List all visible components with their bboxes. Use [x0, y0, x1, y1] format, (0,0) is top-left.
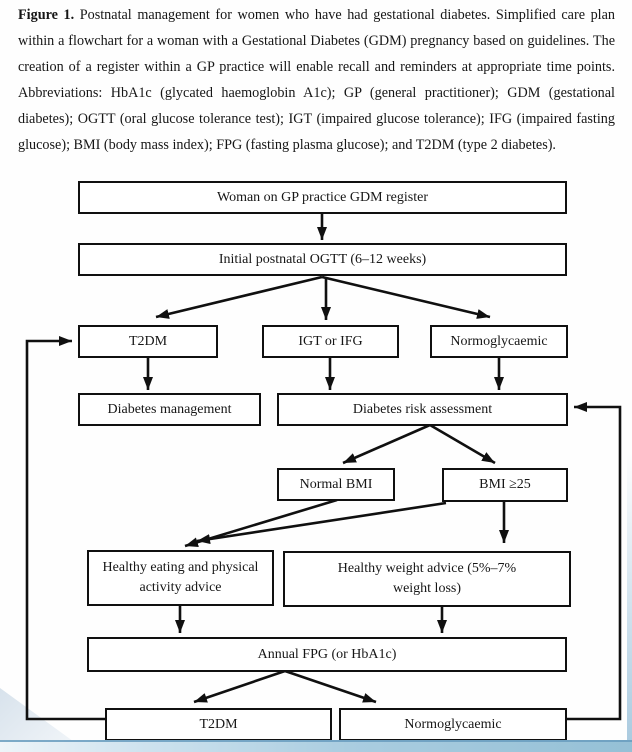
flow-node-t2dm-final: T2DM — [105, 708, 332, 741]
flow-node-diabetes-management: Diabetes management — [78, 393, 261, 426]
flow-node-healthy-eating: Healthy eating and physical activity adv… — [87, 550, 274, 606]
flow-node-normoglycaemic-final-label: Normoglycaemic — [404, 716, 502, 732]
flow-node-annual-fpg-label: Annual FPG (or HbA1c) — [257, 646, 397, 662]
flow-node-bmi25: BMI ≥25 — [442, 468, 568, 502]
arrow-ogtt-to-t2dm — [155, 275, 323, 319]
arrow-risk-to-bmi25 — [429, 423, 496, 465]
flow-node-risk-assessment: Diabetes risk assessment — [277, 393, 568, 426]
flow-node-healthy-weight: Healthy weight advice (5%–7% weight loss… — [283, 551, 571, 607]
flow-node-t2dm-final-label: T2DM — [199, 716, 238, 732]
arrow-bmi25-to-eating — [196, 501, 447, 544]
figure-caption-label: Figure 1. — [18, 7, 75, 23]
figure-caption-text: Postnatal management for women who have … — [18, 7, 615, 153]
flow-node-healthy-eating-label: Healthy eating and physical activity adv… — [102, 560, 259, 595]
arrow-ogtt-to-normoglycaemic — [321, 275, 491, 319]
flow-node-annual-fpg: Annual FPG (or HbA1c) — [87, 637, 567, 672]
flow-node-ogtt: Initial postnatal OGTT (6–12 weeks) — [78, 243, 567, 276]
flow-node-register-label: Woman on GP practice GDM register — [216, 189, 429, 205]
arrow-risk-to-normal-bmi — [342, 423, 431, 465]
flow-node-diabetes-management-label: Diabetes management — [107, 401, 232, 417]
flow-node-healthy-weight-label: Healthy weight advice (5%–7% weight loss… — [337, 561, 517, 596]
flow-node-normoglycaemic-final: Normoglycaemic — [339, 708, 567, 741]
flow-node-normal-bmi: Normal BMI — [277, 468, 395, 501]
arrow-fpg-to-t2dm — [193, 669, 286, 704]
flow-node-register: Woman on GP practice GDM register — [78, 181, 567, 214]
flow-node-normoglycaemic-initial: Normoglycaemic — [430, 325, 568, 358]
flow-node-igt-ifg-label: IGT or IFG — [298, 333, 363, 349]
feedback-t2dm-loop — [25, 336, 105, 721]
flow-node-t2dm-initial: T2DM — [78, 325, 218, 358]
flow-node-t2dm-initial-label: T2DM — [128, 333, 168, 349]
flow-node-risk-assessment-label: Diabetes risk assessment — [352, 401, 493, 417]
page-right-edge-decoration — [627, 452, 632, 752]
flow-node-igt-ifg: IGT or IFG — [262, 325, 399, 358]
flow-node-normoglycaemic-initial-label: Normoglycaemic — [450, 333, 548, 349]
flow-node-normal-bmi-label: Normal BMI — [299, 476, 373, 492]
figure-caption: Figure 1. Postnatal management for women… — [18, 2, 615, 158]
flow-node-ogtt-label: Initial postnatal OGTT (6–12 weeks) — [218, 251, 427, 267]
arrow-fpg-to-normoglycaemic — [284, 669, 377, 704]
flow-node-bmi25-label: BMI ≥25 — [479, 477, 531, 492]
page-bottom-band — [0, 740, 632, 752]
feedback-normoglycaemic-loop — [566, 402, 622, 721]
